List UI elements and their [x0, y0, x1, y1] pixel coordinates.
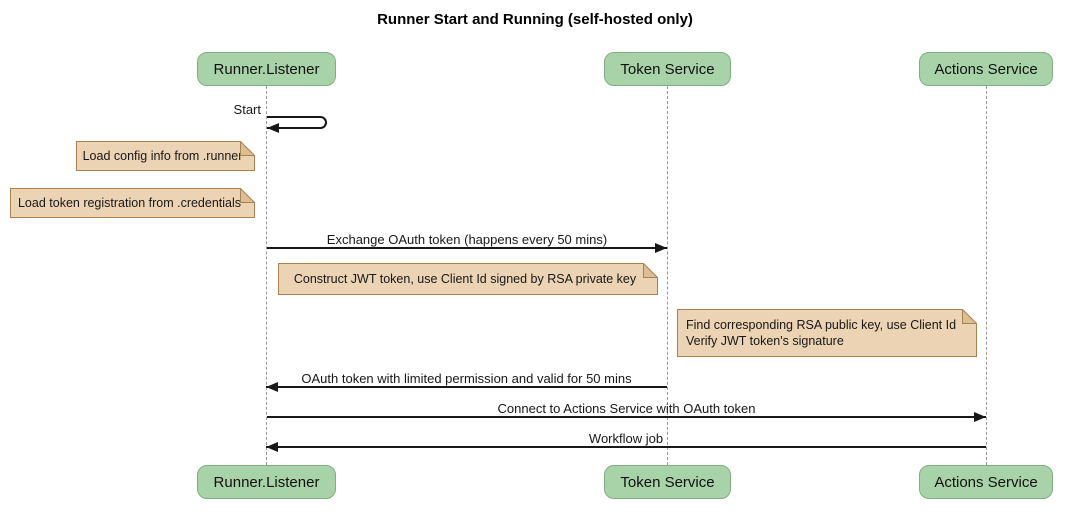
message-exchange-oauth-label: Exchange OAuth token (happens every 50 m…: [326, 232, 608, 247]
diagram-title: Runner Start and Running (self-hosted on…: [377, 11, 693, 28]
lifeline-token-service: [667, 86, 668, 465]
note-text: Load config info from .runner: [82, 149, 243, 163]
note-fold-icon: [240, 141, 255, 156]
lifeline-runner-listener: [266, 86, 267, 465]
arrowhead-right-icon: [655, 243, 667, 253]
lifeline-actions-service: [986, 86, 987, 465]
message-workflow-job-label: Workflow job: [588, 431, 664, 446]
message-oauth-return-label: OAuth token with limited permission and …: [301, 371, 632, 386]
message-workflow-job-line: [266, 446, 986, 448]
participant-runner-listener-bottom: Runner.Listener: [197, 465, 336, 499]
arrowhead-left-icon: [266, 442, 278, 452]
note-fold-icon: [962, 309, 977, 324]
note-load-config: Load config info from .runner: [76, 141, 255, 171]
note-fold-icon: [643, 263, 658, 278]
note-text-line1: Find corresponding RSA public key, use C…: [686, 318, 957, 332]
participant-label: Runner.Listener: [213, 473, 320, 491]
arrowhead-left-icon: [266, 382, 278, 392]
participant-token-service-bottom: Token Service: [604, 465, 731, 499]
message-exchange-oauth-line: [267, 247, 667, 249]
participant-label: Runner.Listener: [213, 60, 320, 78]
arrowhead-left-icon: [267, 123, 279, 133]
participant-actions-service-bottom: Actions Service: [919, 465, 1053, 499]
message-connect-actions-line: [267, 416, 986, 418]
note-load-token-registration: Load token registration from .credential…: [10, 188, 255, 218]
note-fold-icon: [240, 188, 255, 203]
note-text: Construct JWT token, use Client Id signe…: [293, 272, 637, 286]
note-verify-jwt: Find corresponding RSA public key, use C…: [677, 309, 977, 357]
participant-label: Actions Service: [934, 60, 1038, 78]
message-oauth-return-line: [266, 386, 667, 388]
arrowhead-right-icon: [974, 412, 986, 422]
participant-label: Token Service: [620, 473, 715, 491]
message-start-loop: [267, 116, 327, 129]
participant-label: Token Service: [620, 60, 715, 78]
participant-label: Actions Service: [934, 473, 1038, 491]
participant-actions-service-top: Actions Service: [919, 52, 1053, 86]
participant-token-service-top: Token Service: [604, 52, 731, 86]
note-text: Load token registration from .credential…: [17, 196, 242, 210]
message-start-label: Start: [233, 102, 261, 117]
message-connect-actions-label: Connect to Actions Service with OAuth to…: [497, 401, 756, 416]
participant-runner-listener-top: Runner.Listener: [197, 52, 336, 86]
note-text-line2: Verify JWT token's signature: [686, 334, 844, 348]
note-construct-jwt: Construct JWT token, use Client Id signe…: [278, 263, 658, 295]
